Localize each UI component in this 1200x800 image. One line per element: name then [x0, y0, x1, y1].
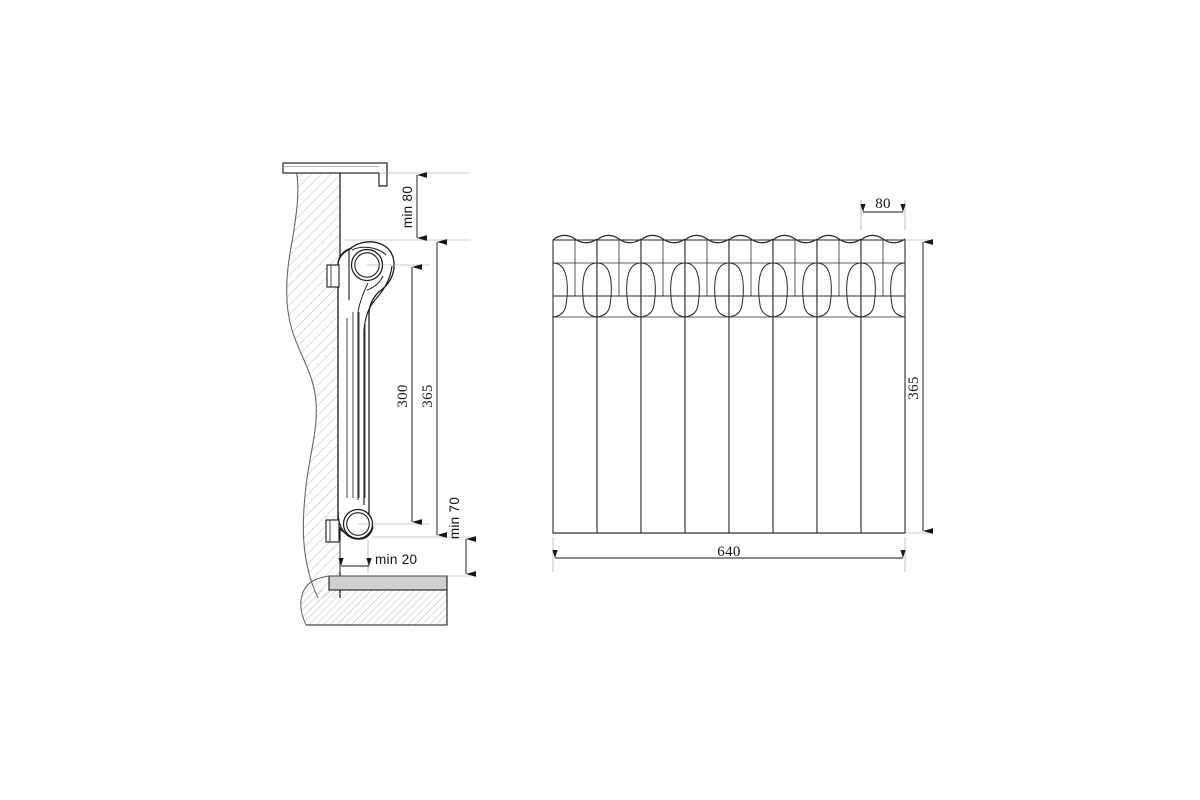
dim-label-min-80: min 80 — [400, 186, 415, 228]
dim-label-300: 300 — [395, 384, 411, 407]
dim-label-365-side: 365 — [420, 384, 436, 407]
radiator-side-profile — [337, 241, 395, 540]
dimension-300: 300 — [395, 264, 422, 525]
upper-shoulder-arc — [351, 246, 387, 256]
radiator-section — [684, 234, 730, 534]
radiator-section — [860, 234, 906, 534]
radiator-inner-curve-2 — [357, 282, 369, 500]
radiator-section — [640, 234, 686, 534]
floor-slab-hatch — [301, 590, 447, 625]
dimension-min-20: min 20 — [338, 552, 417, 567]
dim-label-min-20: min 20 — [375, 552, 417, 567]
front-elevation-view: 80 640 365 — [552, 196, 933, 572]
dimension-365-side: 365 — [420, 239, 447, 538]
radiator-section — [596, 234, 642, 534]
radiator-section — [728, 234, 774, 534]
upper-shoulder-arc-2 — [366, 275, 384, 291]
radiator-section — [772, 234, 818, 534]
dim-label-min-70: min 70 — [447, 497, 462, 539]
side-section-view: min 80 300 365 min 70 min 20 — [282, 162, 476, 626]
floor-screed-band — [328, 575, 448, 591]
dimension-min-70: min 70 — [447, 497, 476, 577]
sill-nose — [378, 163, 388, 187]
radiator-bottom-cap — [337, 511, 374, 540]
radiator-section — [816, 234, 862, 534]
radiator-section — [552, 234, 598, 534]
dim-label-640: 640 — [717, 544, 740, 560]
dimension-365-front: 365 — [906, 239, 933, 534]
upper-wall-bracket — [326, 264, 340, 288]
dimension-80: 80 — [860, 196, 906, 213]
lower-wall-bracket — [325, 519, 340, 543]
wall-break-line — [286, 167, 319, 599]
radiator-fin-lines — [346, 312, 366, 498]
wall-brackets — [325, 264, 340, 543]
dimension-min-80: min 80 — [400, 172, 427, 241]
dim-label-365-front: 365 — [906, 376, 922, 399]
dim-label-80: 80 — [875, 196, 891, 212]
sill-slab — [282, 162, 388, 174]
window-sill — [282, 162, 388, 187]
radiator-sections-group — [552, 234, 906, 534]
dimension-640: 640 — [552, 544, 906, 560]
radiator-top-corner — [337, 247, 353, 266]
floor-break-line — [300, 575, 330, 626]
floor-slab-outline — [306, 589, 448, 626]
